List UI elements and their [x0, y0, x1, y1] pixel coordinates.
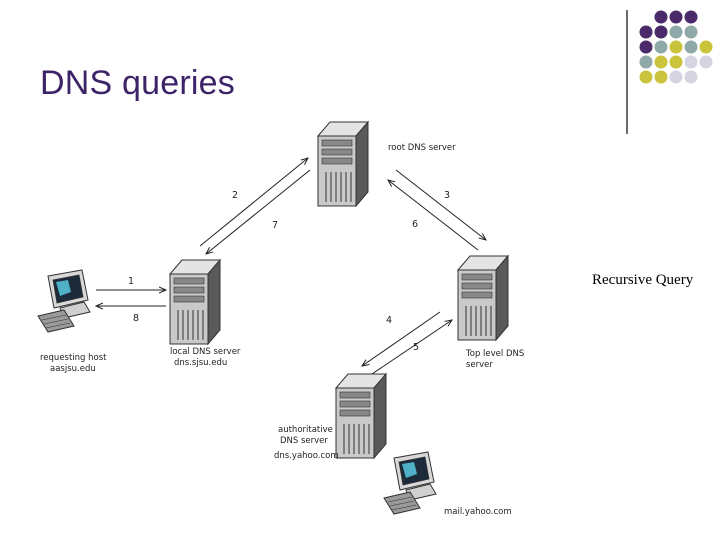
decorative-dot-grid [639, 10, 713, 84]
authoritative-dns-hostname: dns.yahoo.com [274, 451, 339, 461]
decorative-dot [669, 70, 683, 84]
decorative-dot [684, 70, 698, 84]
arrow-number-5: 5 [413, 342, 419, 353]
authoritative-dns-server-icon [335, 373, 387, 459]
decorative-dot [684, 25, 698, 39]
arrow-number-8: 8 [133, 313, 139, 324]
root-dns-server-icon [317, 121, 369, 207]
arrow-query-2 [199, 158, 308, 247]
decorative-dot [684, 55, 698, 69]
decorative-dot [654, 55, 668, 69]
decorative-dot [639, 70, 653, 84]
arrow-query-4 [362, 311, 441, 366]
decorative-dot [669, 40, 683, 54]
tld-dns-server-label-line2: server [466, 360, 493, 370]
destination-host-computer-icon [383, 451, 437, 515]
decorative-dot [639, 25, 653, 39]
decorative-dot [669, 55, 683, 69]
decorative-dot [684, 10, 698, 24]
decorative-dot [684, 40, 698, 54]
authoritative-dns-label: authoritative [278, 425, 333, 435]
tld-dns-server-icon [457, 255, 509, 341]
decorative-dot [654, 25, 668, 39]
arrow-response-6 [388, 180, 479, 251]
decorative-dot [639, 55, 653, 69]
decorative-dot [654, 10, 668, 24]
tld-dns-server-label: Top level DNS [465, 349, 524, 359]
title-divider-line [626, 10, 628, 134]
arrow-number-6: 6 [412, 219, 418, 230]
requesting-host-hostname: aasjsu.edu [50, 364, 96, 374]
arrow-response-5 [371, 320, 452, 375]
arrow-number-2: 2 [232, 190, 238, 201]
local-dns-server-icon [169, 259, 221, 345]
slide-title: DNS queries [40, 64, 235, 102]
decorative-dot [699, 40, 713, 54]
decorative-dot [654, 40, 668, 54]
arrow-number-3: 3 [444, 190, 450, 201]
decorative-dot [639, 40, 653, 54]
requesting-host-label: requesting host [40, 353, 107, 363]
local-dns-server-hostname: dns.sjsu.edu [174, 358, 227, 368]
decorative-dot [669, 25, 683, 39]
arrow-number-4: 4 [386, 315, 392, 326]
decorative-dot [669, 10, 683, 24]
destination-host-label: mail.yahoo.com [444, 507, 512, 517]
requesting-host-computer-icon [37, 269, 91, 333]
recursive-query-label: Recursive Query [592, 272, 694, 288]
arrow-response-7 [206, 169, 311, 254]
root-dns-server-label: root DNS server [388, 143, 456, 153]
decorative-dot [654, 70, 668, 84]
arrow-number-7: 7 [272, 220, 278, 231]
arrow-query-3 [395, 169, 486, 240]
local-dns-server-label: local DNS server [170, 347, 241, 357]
decorative-dot [699, 55, 713, 69]
authoritative-dns-label-line2: DNS server [280, 436, 328, 446]
arrow-number-1: 1 [128, 276, 134, 287]
